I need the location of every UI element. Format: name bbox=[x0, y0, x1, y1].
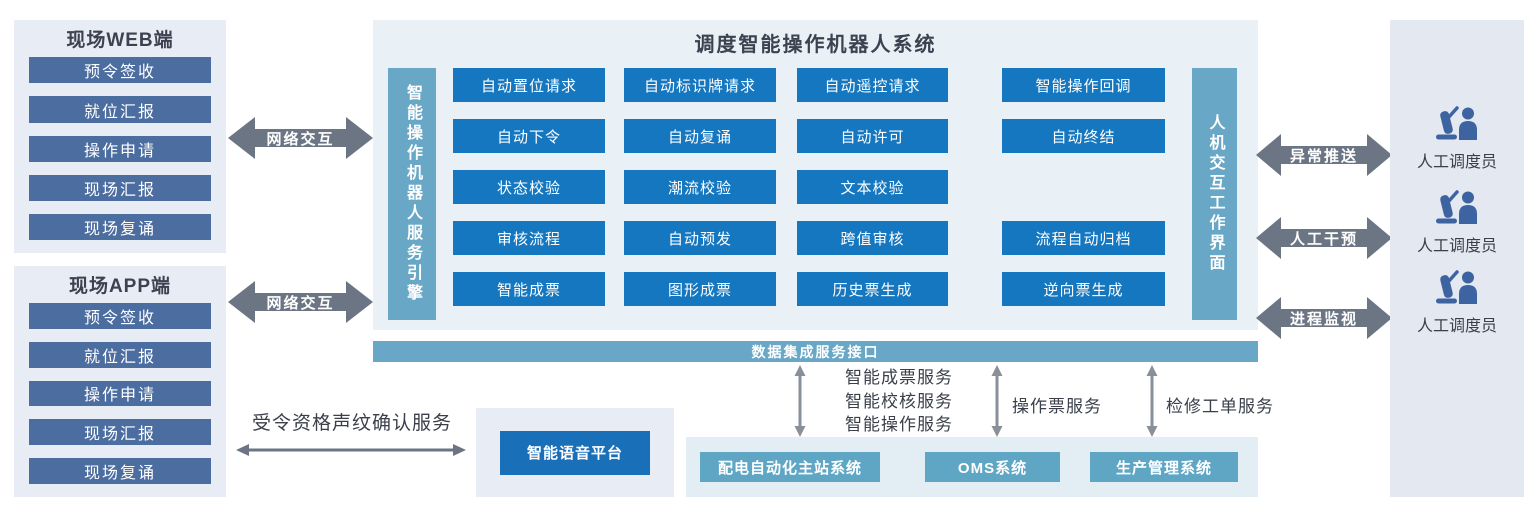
grid-cell-reverse-ticket: 逆向票生成 bbox=[1002, 272, 1165, 306]
grid-cell-auto-remote-request: 自动遥控请求 bbox=[797, 68, 948, 102]
service-smart-ticket: 智能成票服务 bbox=[845, 368, 953, 387]
double-arrow-icon bbox=[1256, 217, 1392, 259]
hmi-bar: 人机交互工作界面 bbox=[1192, 68, 1237, 320]
dispatcher-label: 人工调度员 bbox=[1416, 238, 1497, 255]
double-arrow-icon bbox=[1256, 134, 1392, 176]
grid-cell-intelligent-operation-callback: 智能操作回调 bbox=[1002, 68, 1165, 102]
network-arrow-app: 网络交互 bbox=[228, 278, 373, 326]
vertical-double-arrow-icon bbox=[794, 365, 806, 437]
web-item-site-report: 现场汇报 bbox=[29, 174, 211, 201]
integration-service-stack: 智能成票服务 智能校核服务 智能操作服务 bbox=[845, 366, 953, 437]
system-distribution-automation: 配电自动化主站系统 bbox=[700, 452, 880, 482]
process-monitor-arrow: 进程监视 bbox=[1256, 295, 1392, 341]
service-smart-operation: 智能操作服务 bbox=[845, 415, 953, 434]
grid-cell-text-check: 文本校验 bbox=[797, 170, 948, 204]
engine-bar: 智能操作机器人服务引擎 bbox=[388, 68, 436, 320]
grid-cell-auto-setpoint-request: 自动置位请求 bbox=[453, 68, 605, 102]
dispatcher-at-desk-icon bbox=[1436, 106, 1477, 140]
app-item-site-report: 现场汇报 bbox=[29, 419, 211, 446]
field-web-panel: 现场WEB端 预令签收 就位汇报 操作申请 现场汇报 现场复诵 bbox=[14, 20, 226, 253]
dispatcher-panel bbox=[1390, 20, 1524, 497]
field-app-panel: 现场APP端 预令签收 就位汇报 操作申请 现场汇报 现场复诵 bbox=[14, 266, 226, 497]
grid-cell-auto-archive: 流程自动归档 bbox=[1002, 221, 1165, 255]
process-monitor-label: 进程监视 bbox=[1289, 310, 1358, 328]
horizontal-double-arrow-icon bbox=[236, 444, 466, 456]
grid-cell-auto-tag-request: 自动标识牌请求 bbox=[624, 68, 776, 102]
field-web-title: 现场WEB端 bbox=[66, 30, 174, 52]
double-arrow-icon bbox=[228, 281, 373, 323]
app-item-operation-apply: 操作申请 bbox=[29, 380, 211, 407]
grid-cell-graphic-ticket: 图形成票 bbox=[624, 272, 776, 306]
grid-cell-cross-shift-review: 跨值审核 bbox=[797, 221, 948, 255]
system-oms: OMS系统 bbox=[925, 452, 1060, 482]
network-arrow-web: 网络交互 bbox=[228, 114, 373, 162]
manual-intervention-arrow: 人工干预 bbox=[1256, 215, 1392, 261]
grid-cell-review-flow: 审核流程 bbox=[453, 221, 605, 255]
app-item-inplace-report: 就位汇报 bbox=[29, 341, 211, 368]
service-maintenance-order: 检修工单服务 bbox=[1166, 397, 1274, 416]
app-item-presign: 预令签收 bbox=[29, 302, 211, 329]
dispatcher-at-desk-icon bbox=[1436, 190, 1477, 224]
system-production-management: 生产管理系统 bbox=[1090, 452, 1238, 482]
dispatcher-label: 人工调度员 bbox=[1416, 154, 1497, 171]
dispatcher-label: 人工调度员 bbox=[1416, 318, 1497, 335]
field-app-title: 现场APP端 bbox=[68, 275, 172, 297]
grid-cell-auto-command: 自动下令 bbox=[453, 119, 605, 153]
manual-intervention-label: 人工干预 bbox=[1289, 230, 1358, 248]
service-operation-ticket: 操作票服务 bbox=[1012, 397, 1102, 416]
app-item-site-repeat: 现场复诵 bbox=[29, 458, 211, 485]
grid-cell-auto-repeat: 自动复诵 bbox=[624, 119, 776, 153]
grid-cell-state-check: 状态校验 bbox=[453, 170, 605, 204]
double-arrow-icon bbox=[1256, 297, 1392, 339]
dispatcher-at-desk-icon bbox=[1436, 270, 1477, 304]
grid-cell-auto-permit: 自动许可 bbox=[797, 119, 948, 153]
service-smart-check: 智能校核服务 bbox=[845, 391, 953, 411]
web-item-site-repeat: 现场复诵 bbox=[29, 213, 211, 241]
web-item-operation-apply: 操作申请 bbox=[29, 135, 211, 162]
exception-push-label: 异常推送 bbox=[1289, 147, 1358, 165]
network-arrow-web-label: 网络交互 bbox=[266, 130, 335, 148]
web-item-inplace-report: 就位汇报 bbox=[29, 96, 211, 123]
dispatcher-group: 人工调度员 bbox=[1390, 106, 1524, 172]
network-arrow-app-label: 网络交互 bbox=[266, 294, 335, 312]
exception-push-arrow: 异常推送 bbox=[1256, 132, 1392, 178]
vertical-double-arrow-icon bbox=[991, 365, 1003, 437]
vertical-double-arrow-icon bbox=[1146, 365, 1158, 437]
grid-cell-auto-terminate: 自动终结 bbox=[1002, 119, 1165, 153]
main-system-title: 调度智能操作机器人系统 bbox=[694, 34, 937, 56]
double-arrow-icon bbox=[228, 117, 373, 159]
grid-cell-powerflow-check: 潮流校验 bbox=[624, 170, 776, 204]
grid-cell-auto-preissue: 自动预发 bbox=[624, 221, 776, 255]
dispatcher-group: 人工调度员 bbox=[1390, 190, 1524, 256]
voiceprint-service-label: 受令资格声纹确认服务 bbox=[251, 413, 452, 434]
grid-cell-smart-ticket: 智能成票 bbox=[453, 272, 605, 306]
voice-platform-container: 智能语音平台 bbox=[476, 408, 674, 497]
dispatcher-group: 人工调度员 bbox=[1390, 270, 1524, 336]
data-integration-bar: 数据集成服务接口 bbox=[373, 341, 1258, 362]
web-item-presign: 预令签收 bbox=[29, 57, 211, 84]
voice-platform-box: 智能语音平台 bbox=[500, 430, 650, 475]
grid-cell-history-ticket: 历史票生成 bbox=[797, 272, 948, 306]
